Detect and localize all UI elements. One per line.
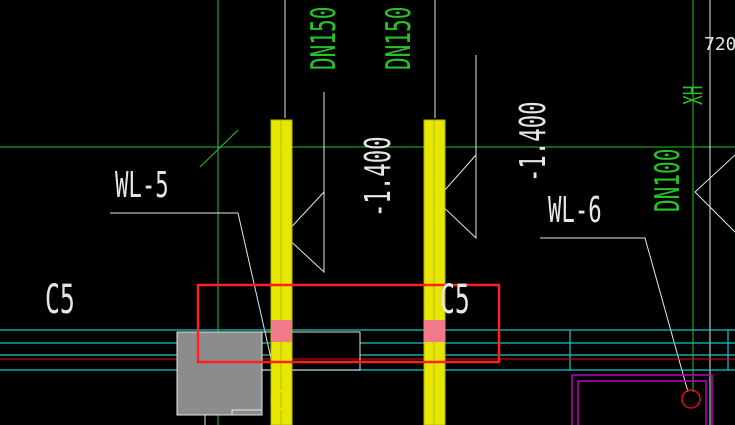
pipe-dn150-left[interactable] — [270, 119, 293, 425]
axis-tag-label: XH — [679, 86, 709, 105]
riser-circle-left — [271, 390, 291, 410]
white-leader-lines — [110, 0, 735, 425]
elevation-leader-3 — [694, 154, 735, 233]
pipe-joint-right — [424, 320, 445, 342]
elevation-leader-2 — [435, 55, 477, 240]
diagonal-tick — [199, 129, 239, 168]
pipe-size-label-3: DN100 — [648, 149, 688, 212]
fixture-outline[interactable] — [571, 374, 713, 425]
pipe-size-label-2: DN150 — [379, 7, 419, 70]
cyan-wall-lines — [0, 329, 735, 371]
pipe-joint-left — [271, 320, 292, 342]
elevation-label-2: -1.400 — [513, 101, 555, 182]
pipe-tag-label-2: WL-6 — [548, 190, 602, 232]
pipe-size-label-1: DN150 — [304, 7, 344, 70]
riser-circle-right[interactable] — [681, 389, 701, 409]
wl5-leader — [110, 212, 281, 399]
corner-dimension-label: 720 — [704, 34, 735, 55]
elevation-leader-1 — [283, 92, 325, 274]
pipe-tag-label-1: WL-5 — [115, 165, 169, 207]
selection-rectangle[interactable] — [196, 283, 501, 364]
pipe-dn150-right[interactable] — [423, 119, 446, 425]
column-label-1: C5 — [45, 276, 75, 323]
wl6-leader — [540, 237, 689, 393]
elevation-label-1: -1.400 — [358, 136, 400, 217]
column-step — [231, 409, 262, 415]
column-label-2: C5 — [440, 276, 470, 323]
column-block[interactable] — [176, 331, 263, 416]
